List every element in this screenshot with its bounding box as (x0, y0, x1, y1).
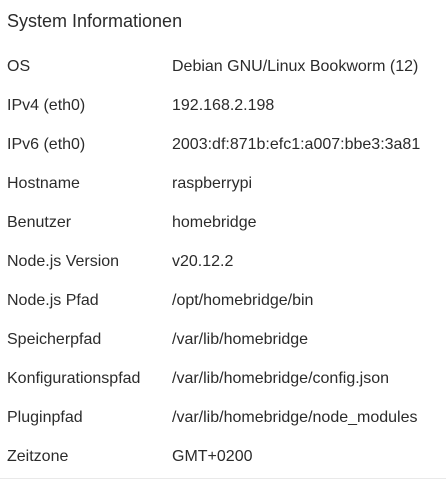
row-label: Benutzer (7, 214, 72, 231)
row-label: IPv6 (eth0) (7, 136, 86, 153)
section-title: System Informationen (7, 11, 183, 31)
row-value: Debian GNU/Linux Bookworm (12) (172, 58, 419, 75)
row-label: Zeitzone (7, 448, 69, 465)
info-row-node-version: Node.js Version v20.12.2 (0, 250, 446, 274)
info-row-node-path: Node.js Pfad /opt/homebridge/bin (0, 289, 446, 313)
row-label: Node.js Version (7, 253, 120, 270)
info-row-ipv4: IPv4 (eth0) 192.168.2.198 (0, 94, 446, 118)
row-value: v20.12.2 (172, 253, 234, 270)
info-row-plugin-path: Pluginpfad /var/lib/homebridge/node_modu… (0, 406, 446, 430)
row-label: OS (7, 58, 31, 75)
info-row-ipv6: IPv6 (eth0) 2003:df:871b:efc1:a007:bbe3:… (0, 133, 446, 157)
info-row-os: OS Debian GNU/Linux Bookworm (12) (0, 55, 446, 79)
row-label: IPv4 (eth0) (7, 97, 86, 114)
bottom-divider (0, 478, 446, 479)
row-value: GMT+0200 (172, 448, 253, 465)
info-row-config-path: Konfigurationspfad /var/lib/homebridge/c… (0, 367, 446, 391)
row-value: /var/lib/homebridge/config.json (172, 370, 390, 387)
info-row-timezone: Zeitzone GMT+0200 (0, 445, 446, 469)
row-value: raspberrypi (172, 175, 253, 192)
row-label: Konfigurationspfad (7, 370, 141, 387)
row-label: Pluginpfad (7, 409, 83, 426)
info-row-user: Benutzer homebridge (0, 211, 446, 235)
row-value: homebridge (172, 214, 257, 231)
info-row-storage-path: Speicherpfad /var/lib/homebridge (0, 328, 446, 352)
row-value: /var/lib/homebridge (172, 331, 309, 348)
row-value: 192.168.2.198 (172, 97, 275, 114)
row-value: /var/lib/homebridge/node_modules (172, 409, 418, 426)
row-value: /opt/homebridge/bin (172, 292, 314, 309)
row-label: Hostname (7, 175, 80, 192)
row-value: 2003:df:871b:efc1:a007:bbe3:3a81 (172, 136, 421, 153)
row-label: Speicherpfad (7, 331, 102, 348)
row-label: Node.js Pfad (7, 292, 99, 309)
info-row-hostname: Hostname raspberrypi (0, 172, 446, 196)
